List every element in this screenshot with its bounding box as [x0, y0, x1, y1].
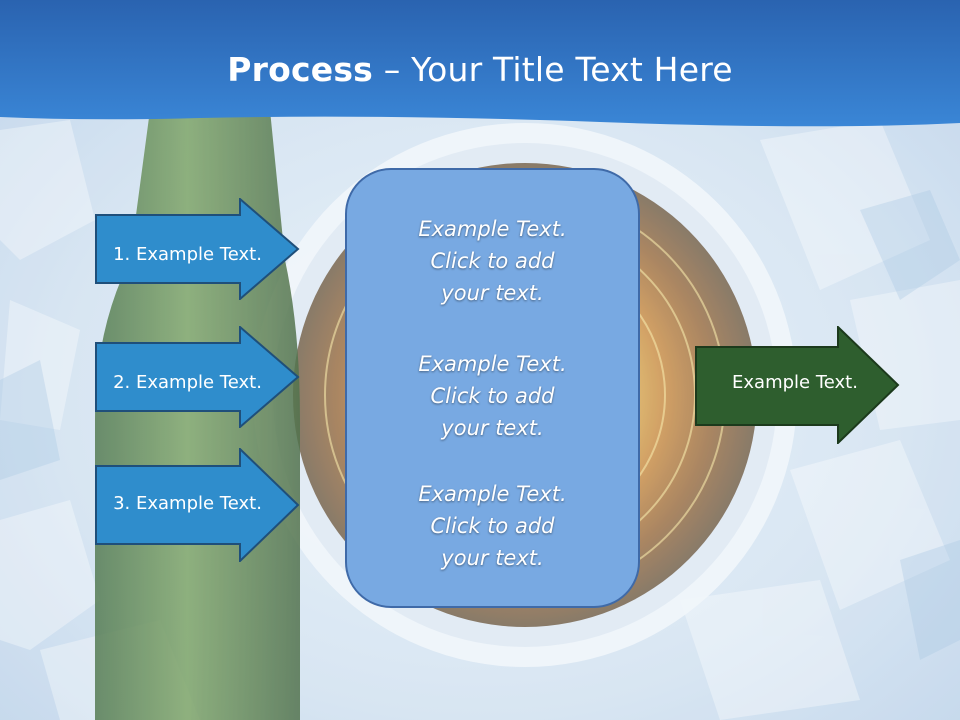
center-block-3-line-3: your text. [441, 546, 544, 570]
center-block-1-line-3: your text. [441, 281, 544, 305]
center-text-block-3: Example Text. Click to add your text. [345, 478, 640, 574]
title-rest: – Your Title Text Here [373, 50, 733, 89]
center-block-2-line-2: Click to add [430, 384, 555, 408]
output-arrow-label: Example Text. [732, 372, 858, 393]
center-text-box[interactable] [345, 168, 640, 608]
output-arrow-shape[interactable] [695, 326, 900, 444]
center-text-block-2: Example Text. Click to add your text. [345, 348, 640, 444]
center-block-3-line-1: Example Text. [418, 482, 567, 506]
center-block-1-line-1: Example Text. [418, 217, 567, 241]
center-block-3-line-2: Click to add [430, 514, 555, 538]
arrow-label-3: 3. Example Text. [113, 493, 262, 514]
slide-title: Process – Your Title Text Here [0, 50, 960, 89]
arrow-label-2: 2. Example Text. [113, 372, 262, 393]
center-block-2-line-3: your text. [441, 416, 544, 440]
arrow-shape-1[interactable] [95, 198, 300, 300]
arrow-shape-2[interactable] [95, 326, 300, 428]
arrow-label-1: 1. Example Text. [113, 244, 262, 265]
arrow-shape-3[interactable] [95, 448, 300, 562]
center-block-2-line-1: Example Text. [418, 352, 567, 376]
title-bold: Process [227, 50, 374, 89]
center-block-1-line-2: Click to add [430, 249, 555, 273]
center-text-block-1: Example Text. Click to add your text. [345, 213, 640, 309]
